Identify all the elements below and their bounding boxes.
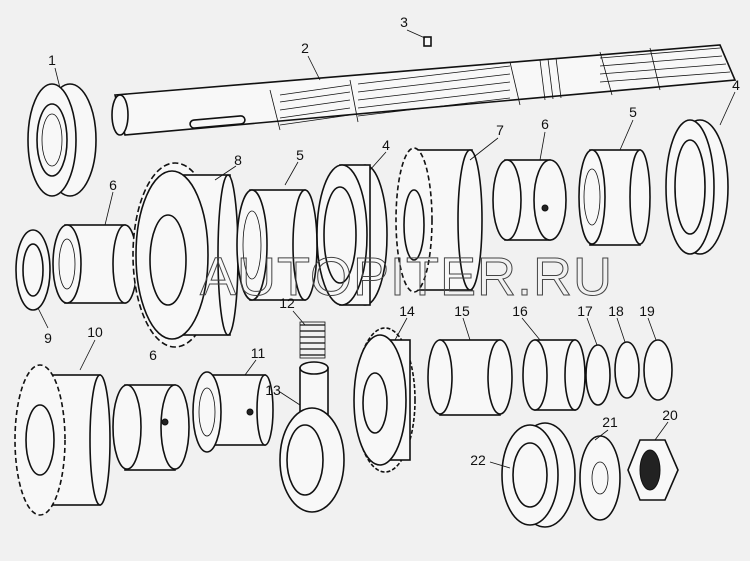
part-18-ring [614, 341, 640, 399]
watermark: AUTOPITER.RU [200, 247, 613, 307]
callout-6-upper: 6 [109, 177, 117, 193]
part-19-ring [643, 339, 673, 401]
part-21-lock-washer [579, 435, 621, 521]
part-4-synchro-sleeve-left [316, 164, 388, 306]
callout-18: 18 [608, 303, 624, 319]
leader-lines [37, 29, 736, 469]
part-6-sleeve-lower [112, 384, 190, 471]
callout-1: 1 [48, 52, 56, 68]
part-17-ring [585, 344, 611, 406]
callout-4-left: 4 [382, 137, 390, 153]
part-22-bearing [501, 422, 576, 528]
callout-13: 13 [265, 382, 281, 398]
callout-22: 22 [470, 452, 486, 468]
part-6-sleeve-upper [52, 224, 138, 304]
part-5-hub-right [578, 149, 651, 246]
part-13-shift-lever [279, 361, 345, 513]
callout-5-left: 5 [296, 147, 304, 163]
callout-11: 11 [251, 345, 266, 361]
part-3-pin [423, 36, 432, 47]
part-12-spring [299, 321, 326, 359]
part-9-bearing [15, 229, 51, 311]
callout-15: 15 [454, 303, 470, 319]
callout-4-right: 4 [732, 77, 740, 93]
part-1-bearing [27, 83, 97, 197]
part-6-sleeve-right [492, 159, 567, 241]
part-2-main-shaft [111, 44, 737, 136]
callout-10: 10 [87, 324, 103, 340]
part-16-sleeve [522, 339, 586, 411]
part-10-gear [14, 364, 111, 516]
callout-12: 12 [279, 295, 295, 311]
part-15-sleeve [427, 339, 513, 416]
callout-2: 2 [301, 40, 309, 56]
part-4-synchro-sleeve-right [665, 119, 729, 255]
part-20-nut [627, 439, 679, 501]
callout-21: 21 [602, 414, 618, 430]
callout-20: 20 [662, 407, 678, 423]
callout-6-lower: 6 [149, 347, 157, 363]
callout-3: 3 [400, 14, 408, 30]
callout-6-right: 6 [541, 116, 549, 132]
callout-5-right: 5 [629, 104, 637, 120]
callout-9: 9 [44, 330, 52, 346]
part-7-gear [395, 147, 483, 293]
callout-14: 14 [399, 303, 415, 319]
part-5-hub-left [236, 189, 318, 301]
callout-7: 7 [496, 122, 504, 138]
callout-16: 16 [512, 303, 528, 319]
part-11-bushing [192, 371, 274, 453]
callout-8: 8 [234, 152, 242, 168]
callout-19: 19 [639, 303, 655, 319]
part-8-gear [132, 162, 239, 348]
callout-17: 17 [577, 303, 593, 319]
part-14-gear [353, 327, 416, 473]
